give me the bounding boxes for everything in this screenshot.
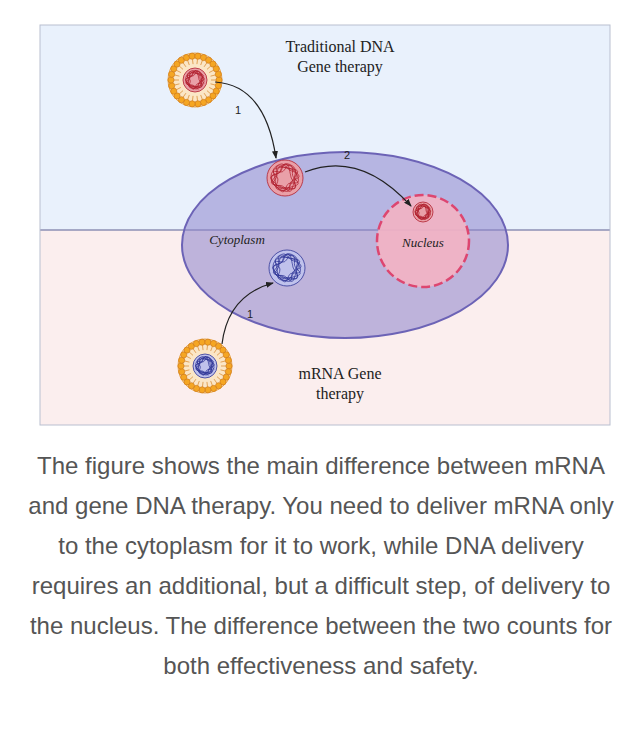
delivery-arrow [222, 283, 273, 344]
dna-cargo [267, 160, 303, 196]
dna-cargo [413, 202, 433, 222]
delivery-arrow [215, 82, 276, 158]
band-title: mRNA Gene therapy [288, 364, 393, 404]
callout-number: 1 [247, 309, 253, 320]
therapy-band: mRNA Gene therapy [40, 230, 610, 425]
compartment-label: Nucleus [402, 235, 444, 251]
lipid-nanoparticle [178, 339, 232, 393]
lipid-nanoparticle [168, 53, 222, 107]
mrna-cargo [269, 250, 305, 286]
band-title: Traditional DNA Gene therapy [273, 37, 408, 77]
compartment-label: Cytoplasm [209, 232, 265, 248]
callout-number: 2 [344, 150, 350, 161]
dna-cargo [183, 68, 207, 92]
cell: Nucleus Cytoplasm [180, 150, 510, 340]
figure-frame [40, 25, 610, 425]
delivery-arrow [305, 166, 411, 206]
callout-number: 1 [235, 105, 241, 116]
caption: The figure shows the main difference bet… [18, 446, 624, 686]
mrna-cargo [193, 354, 217, 378]
